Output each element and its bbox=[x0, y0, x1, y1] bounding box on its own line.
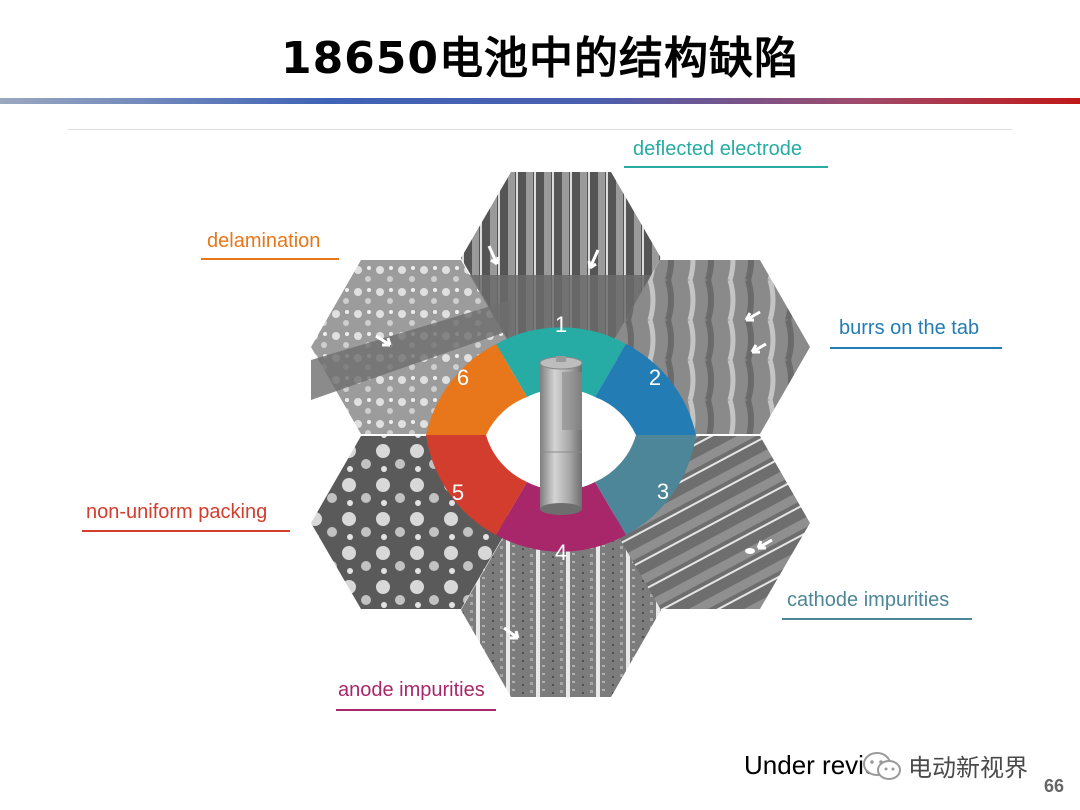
top-divider bbox=[68, 129, 1012, 130]
label-cathode-impurities: cathode impurities bbox=[787, 589, 950, 611]
ring-segment-5 bbox=[426, 435, 527, 535]
underline-non-uniform-packing bbox=[82, 530, 290, 532]
label-anode-impurities: anode impurities bbox=[338, 679, 485, 701]
watermark: 电动新视界 bbox=[862, 748, 1028, 783]
segment-number-4: 4 bbox=[555, 540, 567, 565]
caption-text: Under revie bbox=[744, 750, 879, 780]
underline-delamination bbox=[201, 258, 339, 260]
underline-anode-impurities bbox=[336, 709, 496, 711]
label-non-uniform-packing: non-uniform packing bbox=[86, 501, 268, 523]
label-delamination: delamination bbox=[207, 230, 321, 252]
label-deflected-electrode: deflected electrode bbox=[633, 138, 803, 160]
title-gradient-bar bbox=[0, 98, 1080, 104]
ring-segment-3 bbox=[595, 435, 696, 535]
slide-title: 18650电池中的结构缺陷 bbox=[280, 33, 800, 84]
segment-number-6: 6 bbox=[457, 365, 469, 390]
segment-number-2: 2 bbox=[649, 365, 661, 390]
ring-segment-6 bbox=[426, 344, 527, 435]
underline-burrs-on-tab bbox=[830, 347, 1002, 349]
battery-cell-icon bbox=[539, 356, 583, 515]
hex-image-anode-impurities bbox=[461, 524, 661, 697]
underline-cathode-impurities bbox=[782, 618, 972, 620]
wechat-icon bbox=[863, 751, 901, 780]
underline-deflected-electrode bbox=[624, 166, 828, 168]
segment-number-1: 1 bbox=[555, 312, 567, 337]
page-number: 66 bbox=[1044, 776, 1065, 796]
ring-segment-4 bbox=[496, 482, 626, 552]
watermark-text: 电动新视界 bbox=[908, 754, 1028, 782]
label-burrs-on-tab: burrs on the tab bbox=[839, 317, 980, 339]
segment-number-3: 3 bbox=[657, 479, 669, 504]
ring-segment-2 bbox=[595, 344, 696, 435]
segment-number-5: 5 bbox=[452, 480, 464, 505]
